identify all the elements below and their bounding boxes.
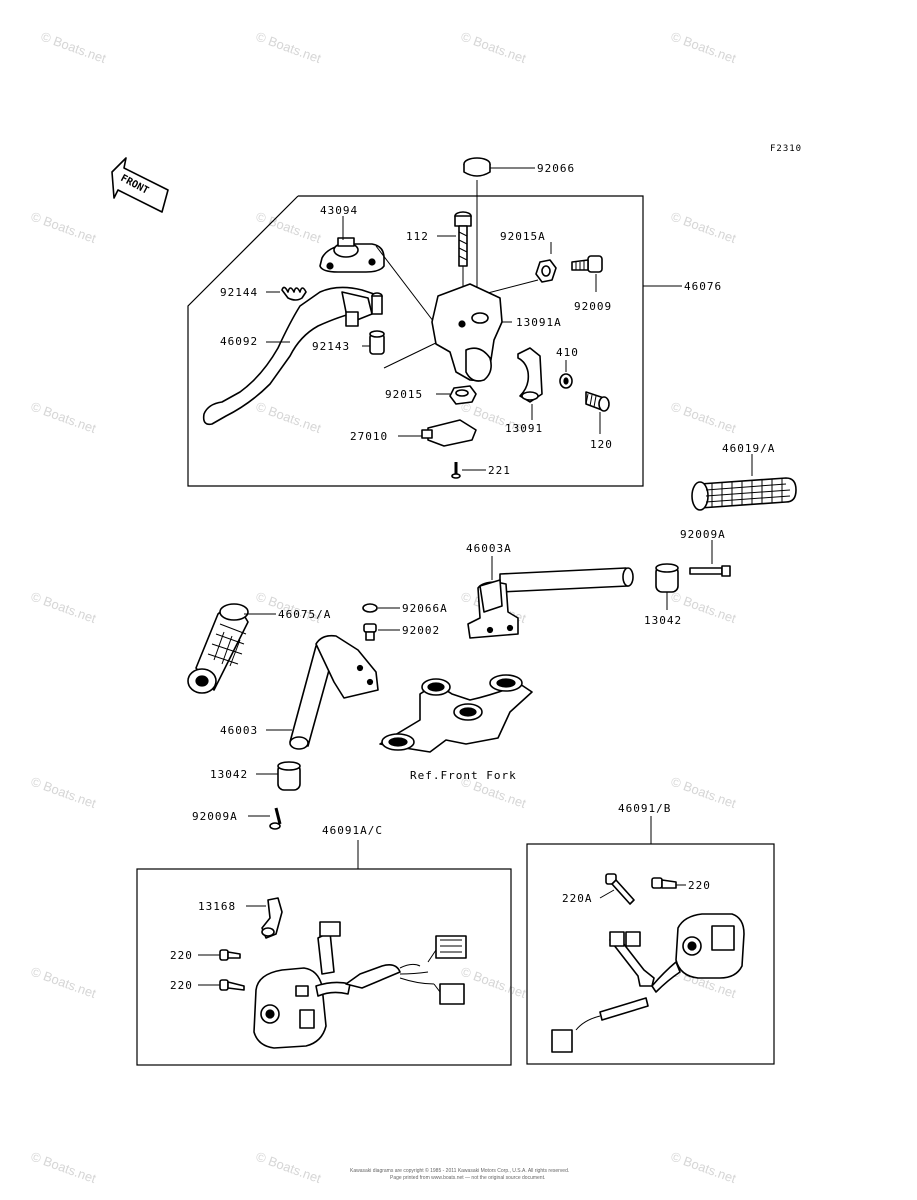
handlebar-46003A: 46003A xyxy=(466,542,634,639)
watermark-text: © Boats.net xyxy=(29,589,99,627)
figure-code: F2310 xyxy=(770,144,802,154)
watermark-text: © Boats.net xyxy=(254,399,324,437)
watermark-text: © Boats.net xyxy=(669,774,739,812)
group-label-46076: 46076 xyxy=(684,280,722,293)
brake-switch-27010: 27010 xyxy=(350,419,477,447)
part-label-220A: 220A xyxy=(562,892,593,905)
watermark-text: © Boats.net xyxy=(669,1149,739,1187)
switch-box-left: 46091A/C xyxy=(136,824,512,1066)
collar-92143: 92143 xyxy=(312,330,443,369)
bolt-92009A-upper: 92009A xyxy=(680,528,731,577)
switch-box-right: 46091/B xyxy=(526,802,775,1065)
nut-92015: 92015 xyxy=(385,385,477,405)
clamp-13091: 13091 xyxy=(505,347,543,435)
watermark-text: © Boats.net xyxy=(39,29,109,67)
part-label-221: 221 xyxy=(488,464,511,477)
part-label-92015: 92015 xyxy=(385,388,423,401)
part-label-46092: 46092 xyxy=(220,335,258,348)
watermark-text: © Boats.net xyxy=(254,209,324,247)
watermark-text: © Boats.net xyxy=(29,964,99,1002)
part-label-410: 410 xyxy=(556,346,579,359)
screw-92009: 92009 xyxy=(571,255,612,313)
front-arrow-icon: FRONT xyxy=(111,157,169,213)
screw-220-c: 220 xyxy=(651,877,711,892)
bolt-120: 120 xyxy=(585,391,613,451)
watermark-text: © Boats.net xyxy=(29,774,99,812)
watermark-text: © Boats.net xyxy=(29,209,99,247)
cap-92066A: 92066A xyxy=(362,602,448,615)
screw-220-b: 220 xyxy=(170,979,245,992)
part-label-46075A: 46075/A xyxy=(278,608,331,621)
reservoir-cover-43094: 43094 xyxy=(319,204,441,331)
screw-220A: 220A xyxy=(562,873,635,905)
weight-13042-right: 13042 xyxy=(644,563,682,627)
footer-source: Page printed from www.boats.net — not th… xyxy=(390,1175,545,1181)
weight-13042-left: 13042 xyxy=(210,761,301,791)
part-label-43094: 43094 xyxy=(320,204,358,217)
spring-92144: 92144 xyxy=(220,286,307,301)
footer-copyright: Kawasaki diagrams are copyright © 1985 -… xyxy=(350,1167,569,1174)
part-label-92015A: 92015A xyxy=(500,230,546,243)
cap-92066: 92066 xyxy=(463,157,575,308)
part-label-13042-right: 13042 xyxy=(644,614,682,627)
watermark-text: © Boats.net xyxy=(29,1149,99,1187)
part-label-120: 120 xyxy=(590,438,613,451)
part-label-220-c: 220 xyxy=(688,879,711,892)
part-label-46003A: 46003A xyxy=(466,542,512,555)
master-cylinder-body: 13091A xyxy=(431,283,562,382)
part-label-92143: 92143 xyxy=(312,340,350,353)
watermark-text: © Boats.net xyxy=(29,399,99,437)
part-label-220-a: 220 xyxy=(170,949,193,962)
bolt-92002: 92002 xyxy=(363,623,440,641)
part-label-220-b: 220 xyxy=(170,979,193,992)
watermark-text: © Boats.net xyxy=(669,209,739,247)
watermark-text: © Boats.net xyxy=(254,1149,324,1187)
part-label-13091A: 13091A xyxy=(516,316,562,329)
group-label-46091-B: 46091/B xyxy=(618,802,671,815)
grip-46075A: 46075/A xyxy=(187,603,331,694)
part-label-92066A: 92066A xyxy=(402,602,448,615)
screw-221: 221 xyxy=(451,462,511,479)
part-label-13168: 13168 xyxy=(198,900,236,913)
left-switch-housing xyxy=(253,921,467,1049)
part-label-92066: 92066 xyxy=(537,162,575,175)
grip-46019A: 46019/A xyxy=(691,442,797,511)
lever-assembly-box: 46076 xyxy=(187,195,722,487)
screw-220-a: 220 xyxy=(170,949,241,962)
part-label-27010: 27010 xyxy=(350,430,388,443)
pivot-pin xyxy=(371,292,383,315)
watermark-text: © Boats.net xyxy=(669,399,739,437)
watermark-text: © Boats.net xyxy=(459,29,529,67)
lever-46092: 46092 xyxy=(202,286,383,426)
right-switch-housing xyxy=(551,913,745,1053)
reference-label: Ref.Front Fork xyxy=(410,769,517,782)
part-label-92009A-bottom: 92009A xyxy=(192,810,238,823)
washer-410: 410 xyxy=(556,346,579,389)
handlebar-46003: 46003 xyxy=(220,634,379,750)
nut-92015A: 92015A xyxy=(483,230,557,295)
watermark-layer: © Boats.net © Boats.net © Boats.net © Bo… xyxy=(29,29,739,1187)
watermark-text: © Boats.net xyxy=(254,29,324,67)
part-label-112: 112 xyxy=(406,230,429,243)
part-label-46019A: 46019/A xyxy=(722,442,775,455)
part-label-13042-left: 13042 xyxy=(210,768,248,781)
watermark-text: © Boats.net xyxy=(669,29,739,67)
fork-triple-clamp: Ref.Front Fork xyxy=(379,674,533,782)
part-label-13091: 13091 xyxy=(505,422,543,435)
part-label-92002: 92002 xyxy=(402,624,440,637)
watermark-text: © Boats.net xyxy=(459,964,529,1002)
part-label-92144: 92144 xyxy=(220,286,258,299)
group-label-46091A-C: 46091A/C xyxy=(322,824,383,837)
part-label-92009: 92009 xyxy=(574,300,612,313)
bolt-92009A-lower: 92009A xyxy=(192,807,282,830)
part-label-46003: 46003 xyxy=(220,724,258,737)
clip-13168: 13168 xyxy=(198,897,283,939)
part-label-92009A-top: 92009A xyxy=(680,528,726,541)
